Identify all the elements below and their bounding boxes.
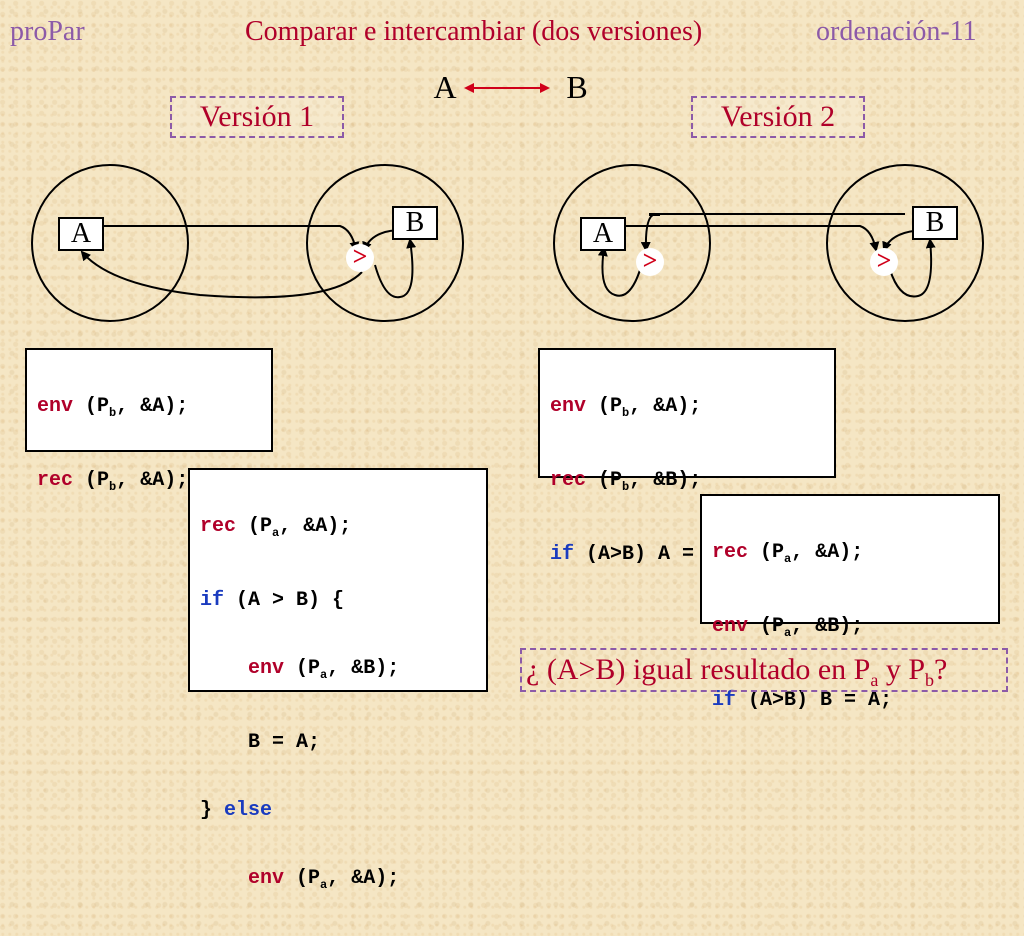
v1-node-a: A bbox=[58, 217, 104, 251]
code-text: , &A); bbox=[279, 515, 352, 538]
code-text: B = A; bbox=[248, 731, 321, 754]
code-subscript: b bbox=[109, 406, 117, 420]
v2-node-a: A bbox=[580, 217, 626, 251]
code-text: (A > B) { bbox=[224, 589, 345, 612]
code-text: , &B); bbox=[629, 469, 702, 492]
question-subscript-a: a bbox=[870, 670, 879, 690]
code-text: (P bbox=[73, 469, 110, 492]
code-text: (P bbox=[586, 469, 623, 492]
v2-code-pb: env (Pb, &A); rec (Pb, &B); if (A>B) A =… bbox=[538, 348, 836, 566]
code-keyword: rec bbox=[200, 515, 237, 538]
code-text: (P bbox=[748, 615, 785, 638]
code-keyword: env bbox=[712, 615, 749, 638]
v2-process-a-circle bbox=[553, 164, 711, 322]
code-text: , &A); bbox=[629, 395, 702, 418]
code-text: (P bbox=[748, 541, 785, 564]
code-subscript: b bbox=[109, 480, 117, 494]
code-text: , &A); bbox=[116, 469, 189, 492]
slide-number: ordenación-11 bbox=[816, 16, 977, 47]
v1-process-a-circle bbox=[31, 164, 189, 322]
code-keyword: env bbox=[550, 395, 587, 418]
question-text-mid: y P bbox=[878, 653, 926, 686]
v2-code-pa: rec (Pa, &A); env (Pa, &B); if (A>B) B =… bbox=[700, 494, 1000, 712]
code-text: (A>B) B = A; bbox=[736, 689, 893, 712]
v2-arrow-b-to-acompare bbox=[640, 213, 905, 252]
exchange-node-b: B bbox=[566, 69, 588, 105]
code-keyword: env bbox=[248, 867, 285, 890]
v1-arrow-a-to-compare bbox=[100, 225, 360, 252]
code-subscript: a bbox=[272, 526, 280, 540]
v1-compare-symbol: > bbox=[346, 244, 374, 272]
code-text: } bbox=[200, 799, 225, 822]
v2-compare-symbol-b: > bbox=[870, 248, 898, 276]
v1-code-pb: env (Pb, &A); rec (Pb, &A); bbox=[25, 348, 273, 494]
v2-process-b-circle bbox=[826, 164, 984, 322]
v1-process-b-circle bbox=[306, 164, 464, 322]
version-2-label: Versión 2 bbox=[691, 96, 865, 138]
v2-arrow-compare-to-b bbox=[889, 238, 936, 298]
v1-node-b: B bbox=[392, 206, 438, 240]
code-subscript: a bbox=[320, 668, 328, 682]
code-text: , &A); bbox=[791, 541, 864, 564]
slide-title: Comparar e intercambiar (dos versiones) bbox=[245, 16, 703, 47]
code-keyword: rec bbox=[550, 469, 587, 492]
code-subscript: a bbox=[784, 626, 792, 640]
v2-compare-symbol-a: > bbox=[636, 248, 664, 276]
code-subscript: b bbox=[622, 406, 630, 420]
version-1-label: Versión 1 bbox=[170, 96, 344, 138]
question-text: ¿ (A>B) igual resultado en P bbox=[526, 653, 871, 686]
code-subscript: a bbox=[784, 552, 792, 566]
code-text: , &A); bbox=[327, 867, 400, 890]
code-keyword: rec bbox=[37, 469, 74, 492]
v1-arrow-compare-to-a bbox=[80, 250, 363, 299]
code-text: (P bbox=[236, 515, 273, 538]
code-text: , &B); bbox=[791, 615, 864, 638]
code-text: , &B); bbox=[327, 657, 400, 680]
code-keyword: env bbox=[248, 657, 285, 680]
code-keyword: if bbox=[200, 589, 225, 612]
code-keyword: else bbox=[224, 799, 273, 822]
question-box: ¿ (A>B) igual resultado en Pa y Pb? bbox=[520, 648, 1008, 692]
v2-arrow-a-to-bcompare bbox=[612, 225, 880, 252]
code-keyword: rec bbox=[712, 541, 749, 564]
code-keyword: if bbox=[712, 689, 737, 712]
code-text: (P bbox=[284, 657, 321, 680]
code-text: (P bbox=[586, 395, 623, 418]
exchange-node-a: A bbox=[433, 69, 457, 105]
course-label: proPar bbox=[10, 16, 85, 47]
code-text: , &A); bbox=[116, 395, 189, 418]
code-keyword: env bbox=[37, 395, 74, 418]
code-keyword: if bbox=[550, 543, 575, 566]
question-text-end: ? bbox=[934, 653, 948, 686]
v1-code-pa: rec (Pa, &A); if (A > B) { env (Pa, &B);… bbox=[188, 468, 488, 892]
question-subscript-b: b bbox=[925, 670, 935, 690]
v2-node-b: B bbox=[912, 206, 958, 240]
code-subscript: a bbox=[320, 878, 328, 892]
code-text: (P bbox=[73, 395, 110, 418]
code-subscript: b bbox=[622, 480, 630, 494]
code-text: (P bbox=[284, 867, 321, 890]
v2-arrow-compare-to-a bbox=[597, 246, 641, 297]
v1-arrow-compare-to-b bbox=[374, 238, 417, 299]
